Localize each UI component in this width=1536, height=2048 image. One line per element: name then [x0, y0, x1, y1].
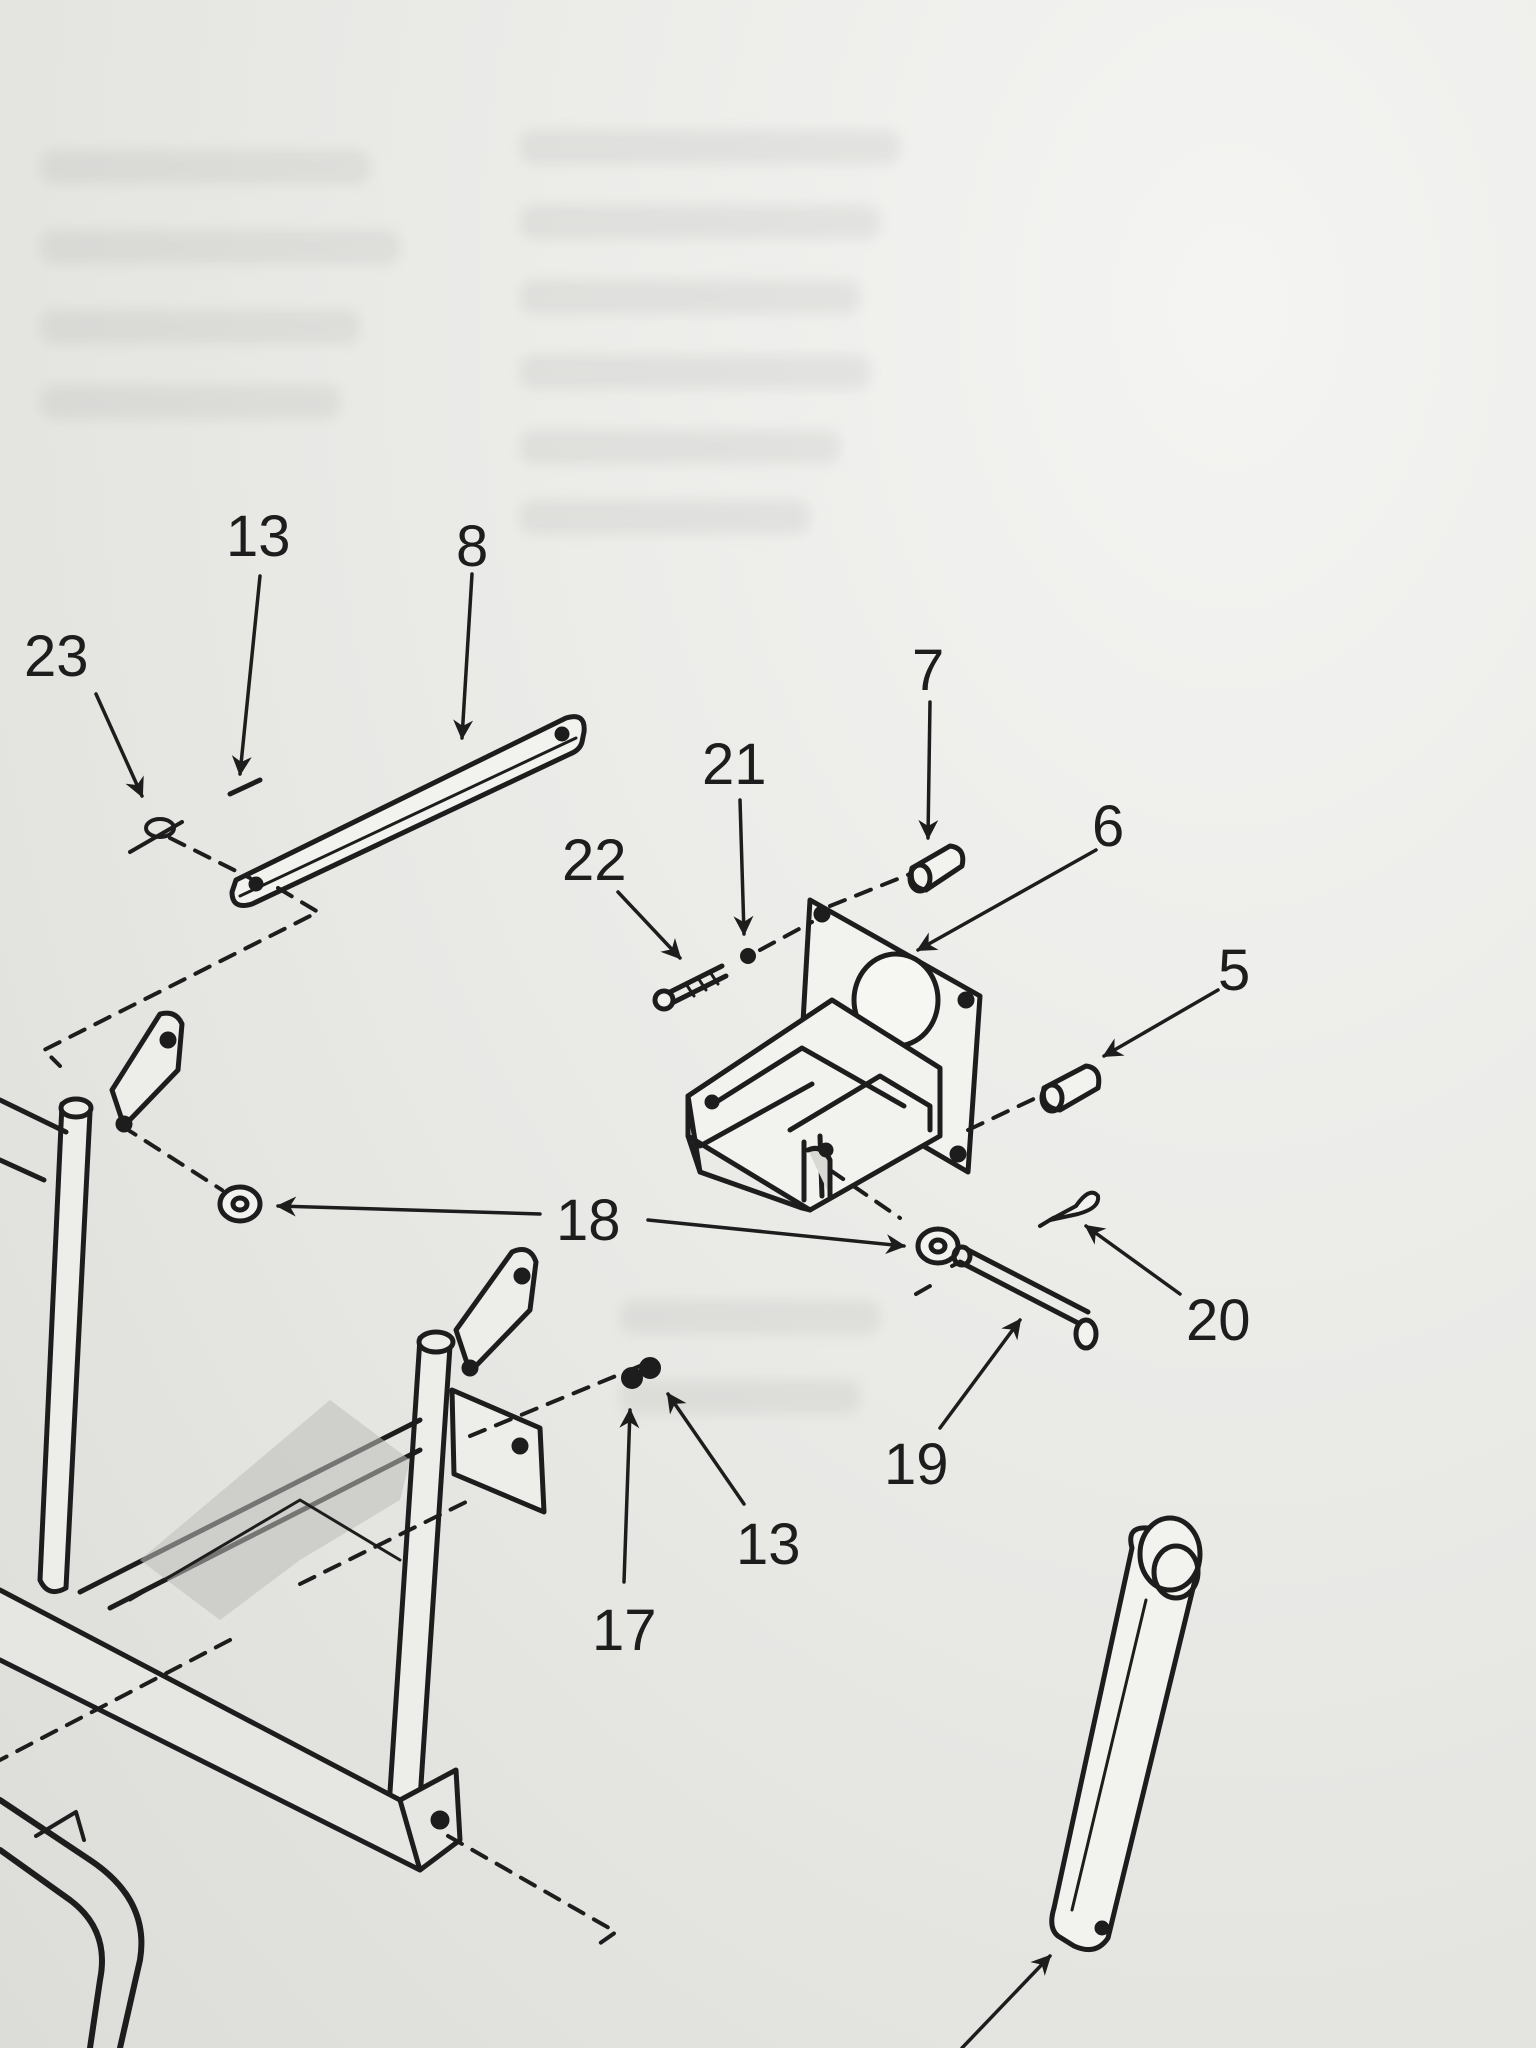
callout-23: 23 [24, 624, 89, 689]
callout-19: 19 [884, 1432, 949, 1497]
part-21-nut [740, 948, 756, 964]
callout-6: 6 [1092, 794, 1124, 859]
centerline [0, 1498, 472, 1762]
centerline [828, 1168, 1062, 1296]
bleed-through-text [40, 150, 370, 184]
callout-22: 22 [562, 828, 627, 893]
part-17-nut [621, 1367, 643, 1389]
callout-5: 5 [1218, 938, 1250, 1003]
bleed-through-text [520, 355, 870, 389]
bleed-through-text [40, 385, 340, 419]
callout-7: 7 [912, 638, 944, 703]
part-13-clip-bottom [639, 1357, 661, 1379]
part-23-clevis-pin [128, 817, 184, 854]
callout-13-top: 13 [226, 504, 291, 569]
callout-20: 20 [1186, 1288, 1251, 1353]
bleed-through-text [620, 1380, 860, 1414]
part-5-spacer [1039, 1063, 1102, 1114]
part-20-cotter-pin [1048, 1190, 1101, 1222]
part-8-link-bar [229, 714, 587, 908]
callout-13-bottom: 13 [736, 1512, 801, 1577]
centerline [42, 836, 320, 1068]
part-22-bolt [652, 963, 729, 1012]
part-18-washer-left [217, 1184, 263, 1224]
bleed-through-text [520, 500, 810, 534]
callout-21: 21 [702, 732, 767, 797]
centerline [120, 1124, 224, 1192]
callout-18: 18 [556, 1188, 621, 1253]
part-6-mount-bracket [685, 897, 983, 1213]
centerline [446, 1834, 618, 1948]
callout-17: 17 [592, 1598, 657, 1663]
part-13-clip-top [227, 777, 263, 797]
bleed-through-text [620, 1300, 880, 1334]
callout-labels: 23 13 8 7 21 22 6 5 18 20 19 13 17 [24, 504, 1251, 1663]
main-frame [0, 1010, 547, 2048]
centerline [758, 872, 912, 952]
centerline [468, 1364, 642, 1438]
bleed-through-text [520, 280, 860, 314]
leader-arrows [94, 572, 1220, 2048]
centerline [966, 1094, 1042, 1132]
bleed-through-text [40, 230, 400, 264]
pivot-arm [1049, 1515, 1203, 1953]
bleed-through-text [40, 310, 360, 344]
bleed-through-text [520, 430, 840, 464]
part-19-pin [951, 1244, 1099, 1351]
callout-8: 8 [456, 514, 488, 579]
part-7-spacer [907, 843, 966, 894]
bleed-through-text [520, 205, 880, 239]
bleed-through-text [520, 130, 900, 164]
